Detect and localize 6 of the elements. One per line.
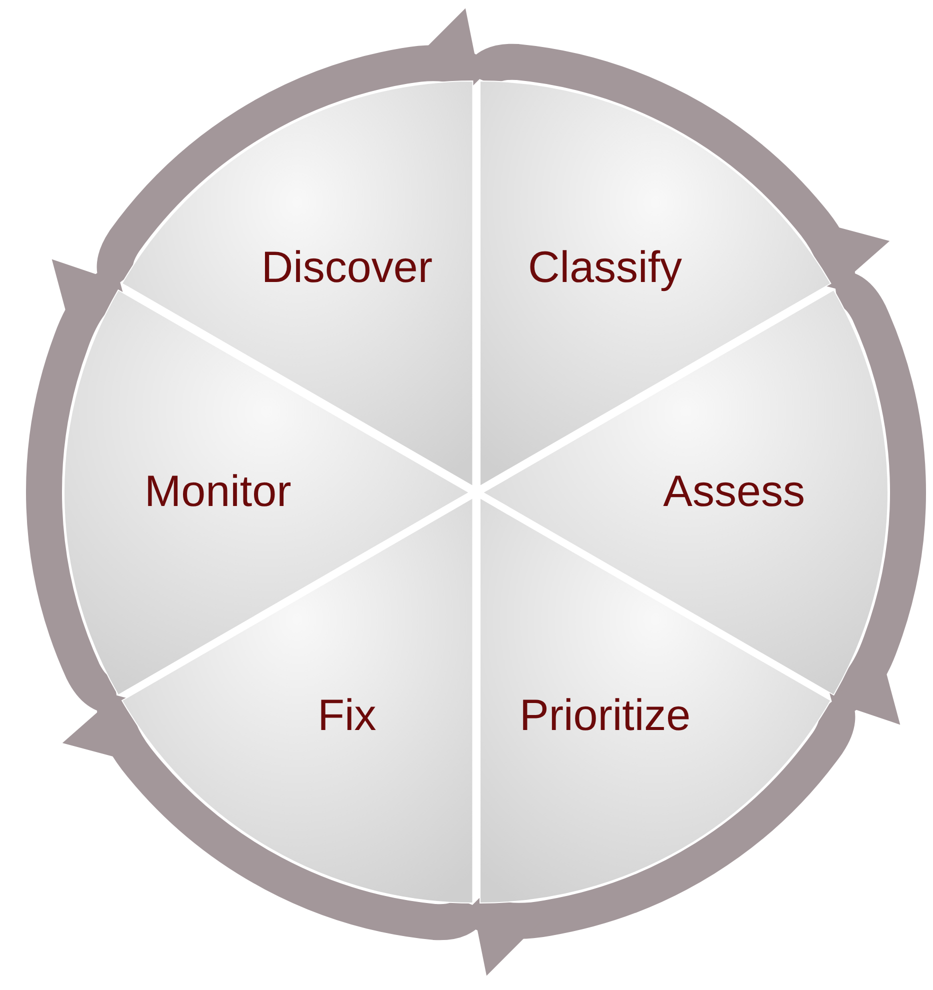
segment-label: Prioritize <box>519 690 691 740</box>
segment-label: Monitor <box>144 467 292 517</box>
segment-label: Fix <box>318 690 376 740</box>
segment-label: Discover <box>261 243 433 294</box>
segment-label: Classify <box>528 243 682 294</box>
segment-label: Assess <box>663 467 805 517</box>
